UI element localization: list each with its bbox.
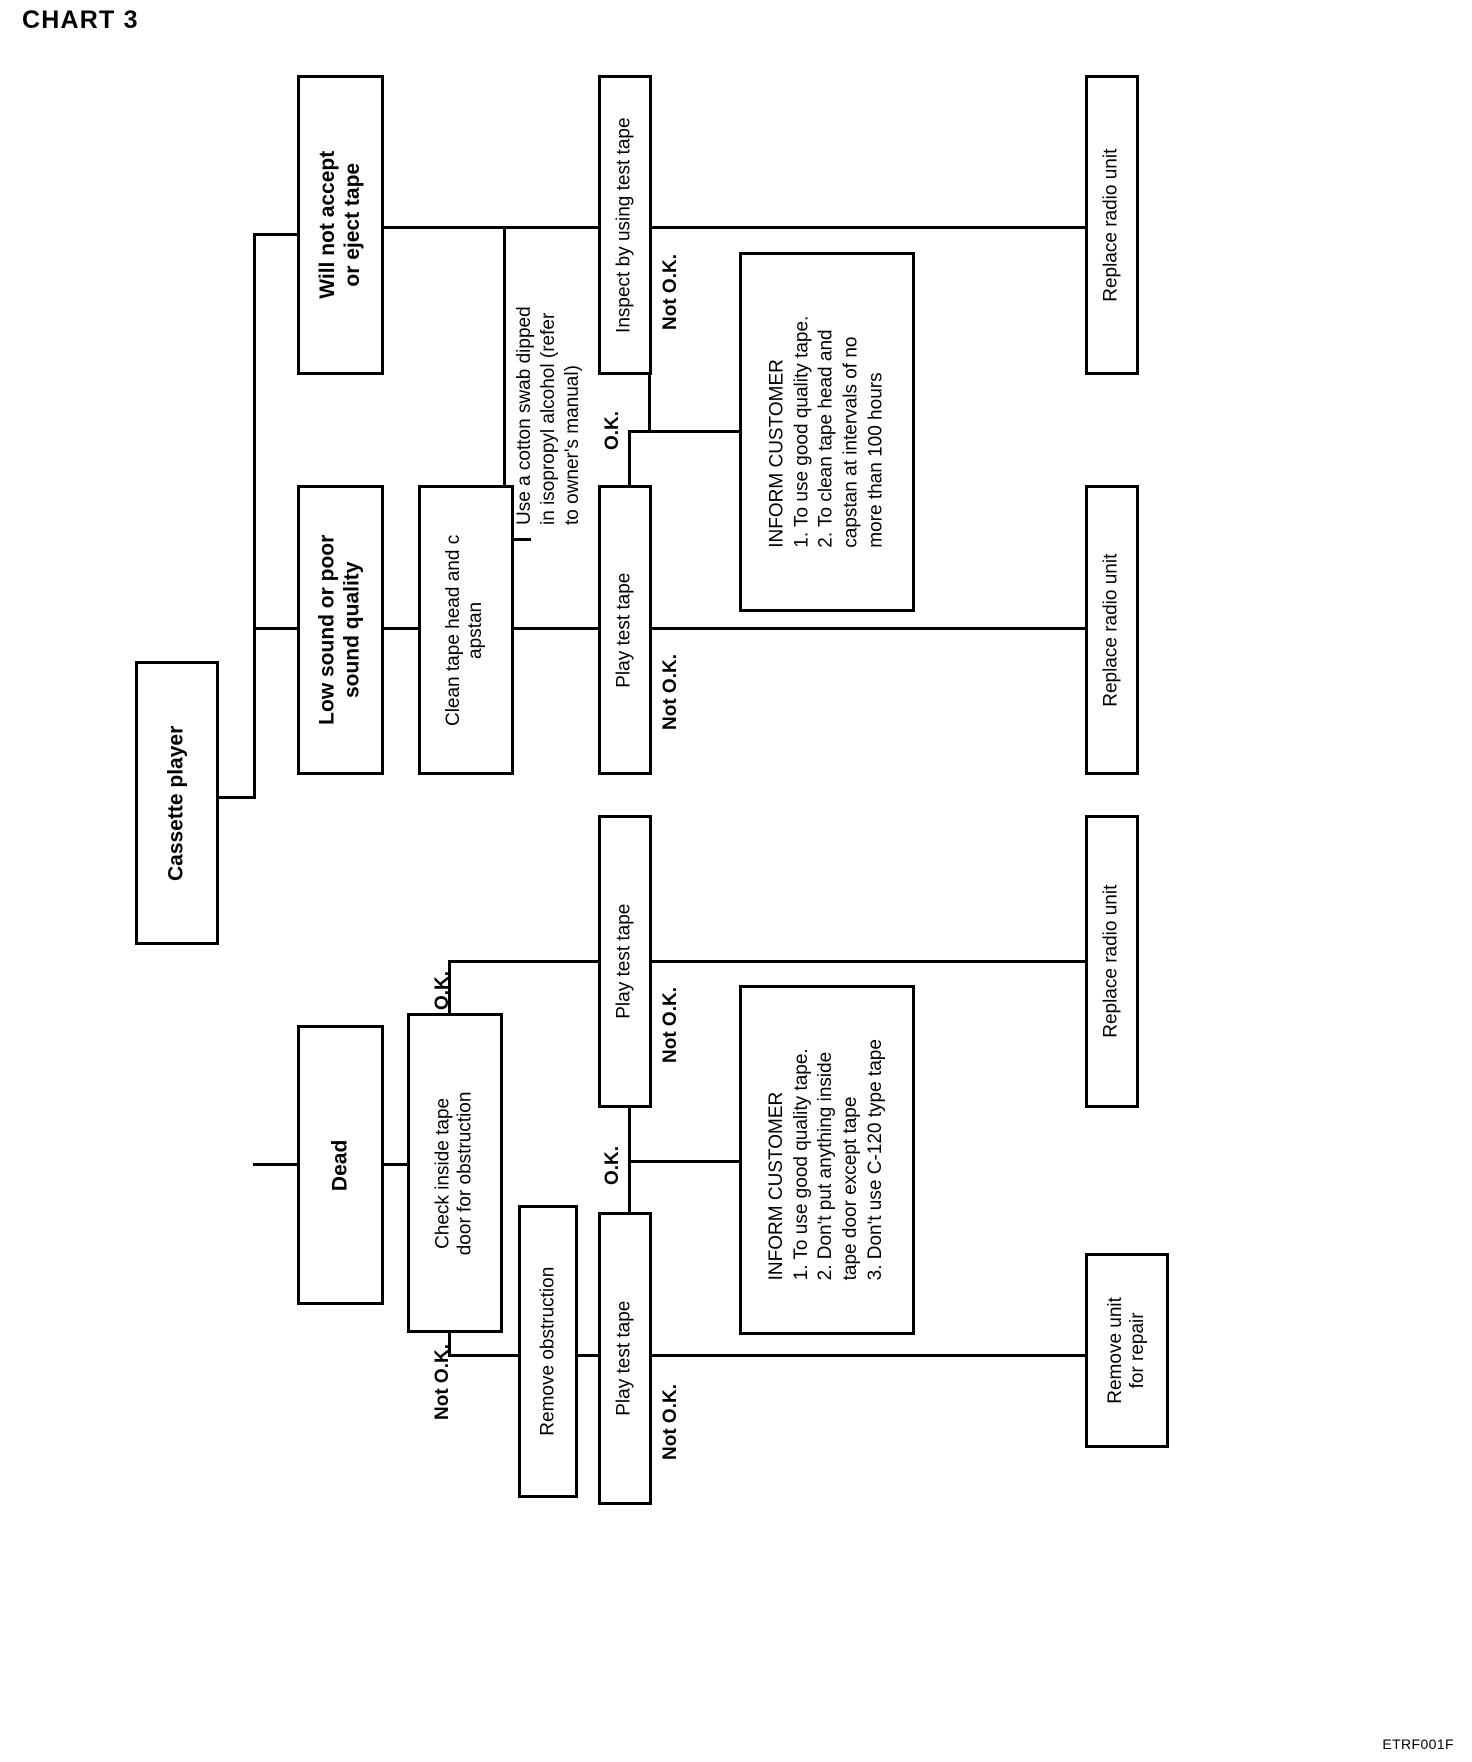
- connector-b2-ok-vertical: [628, 433, 631, 487]
- box-label: Inspect by using test tape: [613, 117, 635, 333]
- connector-b3-ok-vertical: [448, 960, 451, 1018]
- connector-note-vertical: [503, 228, 506, 541]
- label-not-ok-1: Not O.K.: [660, 254, 681, 330]
- connector-b3-notok-horizontal: [448, 1354, 520, 1357]
- connector-b1-ok-vertical: [648, 375, 651, 433]
- box-label: Remove obstruction: [536, 1267, 558, 1436]
- box-play-test-tape-4[interactable]: Play test tape: [598, 1212, 652, 1505]
- connector-b3-play3-ok-vertical: [628, 1108, 631, 1163]
- connector-b3-to-check: [383, 1163, 418, 1166]
- label-ok-2: O.K.: [432, 970, 453, 1010]
- box-label: Replace radio unit: [1100, 148, 1122, 302]
- connector-b2-to-play: [514, 627, 599, 630]
- box-dead[interactable]: Dead: [297, 1025, 384, 1305]
- label-ok-1: O.K.: [602, 410, 623, 450]
- box-label: Play test tape: [613, 572, 635, 688]
- box-cassette-player[interactable]: Cassette player: [135, 661, 219, 945]
- box-inspect-by-using-test-tape[interactable]: Inspect by using test tape: [598, 75, 652, 375]
- box-label: Replace radio unit: [1100, 553, 1122, 707]
- box-label: Play test tape: [613, 903, 635, 1020]
- connector-b3-remove-to-play4: [578, 1354, 600, 1357]
- label-ok-3: O.K.: [602, 1145, 623, 1185]
- connector-b2-to-clean: [383, 627, 418, 630]
- footer-document-code: ETRF001F: [1382, 1736, 1454, 1752]
- connector-b3-play4-ok-vertical: [628, 1160, 631, 1212]
- label-not-ok-3: Not O.K.: [432, 1344, 453, 1420]
- connector-b2-ok-horizontal: [628, 430, 740, 433]
- label-not-ok-2: Not O.K.: [660, 654, 681, 730]
- connector-b3-notok-vertical: [448, 1310, 451, 1357]
- connector-b3-ok-horizontal: [448, 960, 600, 963]
- box-label: Play test tape: [613, 1300, 635, 1417]
- box-label: Replace radio unit: [1100, 884, 1122, 1039]
- page-title: CHART 3: [22, 6, 139, 34]
- box-replace-radio-unit-1[interactable]: Replace radio unit: [1085, 75, 1139, 375]
- connector-root-stub: [218, 796, 256, 799]
- connector-branch-1: [253, 233, 298, 236]
- connector-b1-notok: [651, 226, 1086, 229]
- connector-branch-2: [253, 627, 298, 630]
- box-play-test-tape-2[interactable]: Play test tape: [598, 485, 652, 775]
- box-play-test-tape-3[interactable]: Play test tape: [598, 815, 652, 1108]
- connector-b3-play3-notok: [651, 960, 1086, 963]
- connector-trunk-vertical: [253, 233, 256, 798]
- box-remove-obstruction[interactable]: Remove obstruction: [518, 1205, 578, 1498]
- label-not-ok-5: Not O.K.: [660, 1384, 681, 1460]
- connector-branch-3: [253, 1163, 298, 1166]
- connector-b1-to-inspect: [383, 226, 598, 229]
- connector-note-horizontal: [503, 538, 531, 541]
- box-label: Cassette player: [164, 725, 188, 881]
- box-replace-radio-unit-2[interactable]: Replace radio unit: [1085, 485, 1139, 775]
- connector-b3-play3-ok-horizontal: [628, 1160, 740, 1163]
- box-label: Dead: [328, 1139, 352, 1191]
- box-replace-radio-unit-3[interactable]: Replace radio unit: [1085, 815, 1139, 1108]
- connector-b2-notok: [651, 627, 1086, 630]
- connector-b3-play4-notok: [651, 1354, 1086, 1357]
- label-not-ok-4: Not O.K.: [660, 987, 681, 1063]
